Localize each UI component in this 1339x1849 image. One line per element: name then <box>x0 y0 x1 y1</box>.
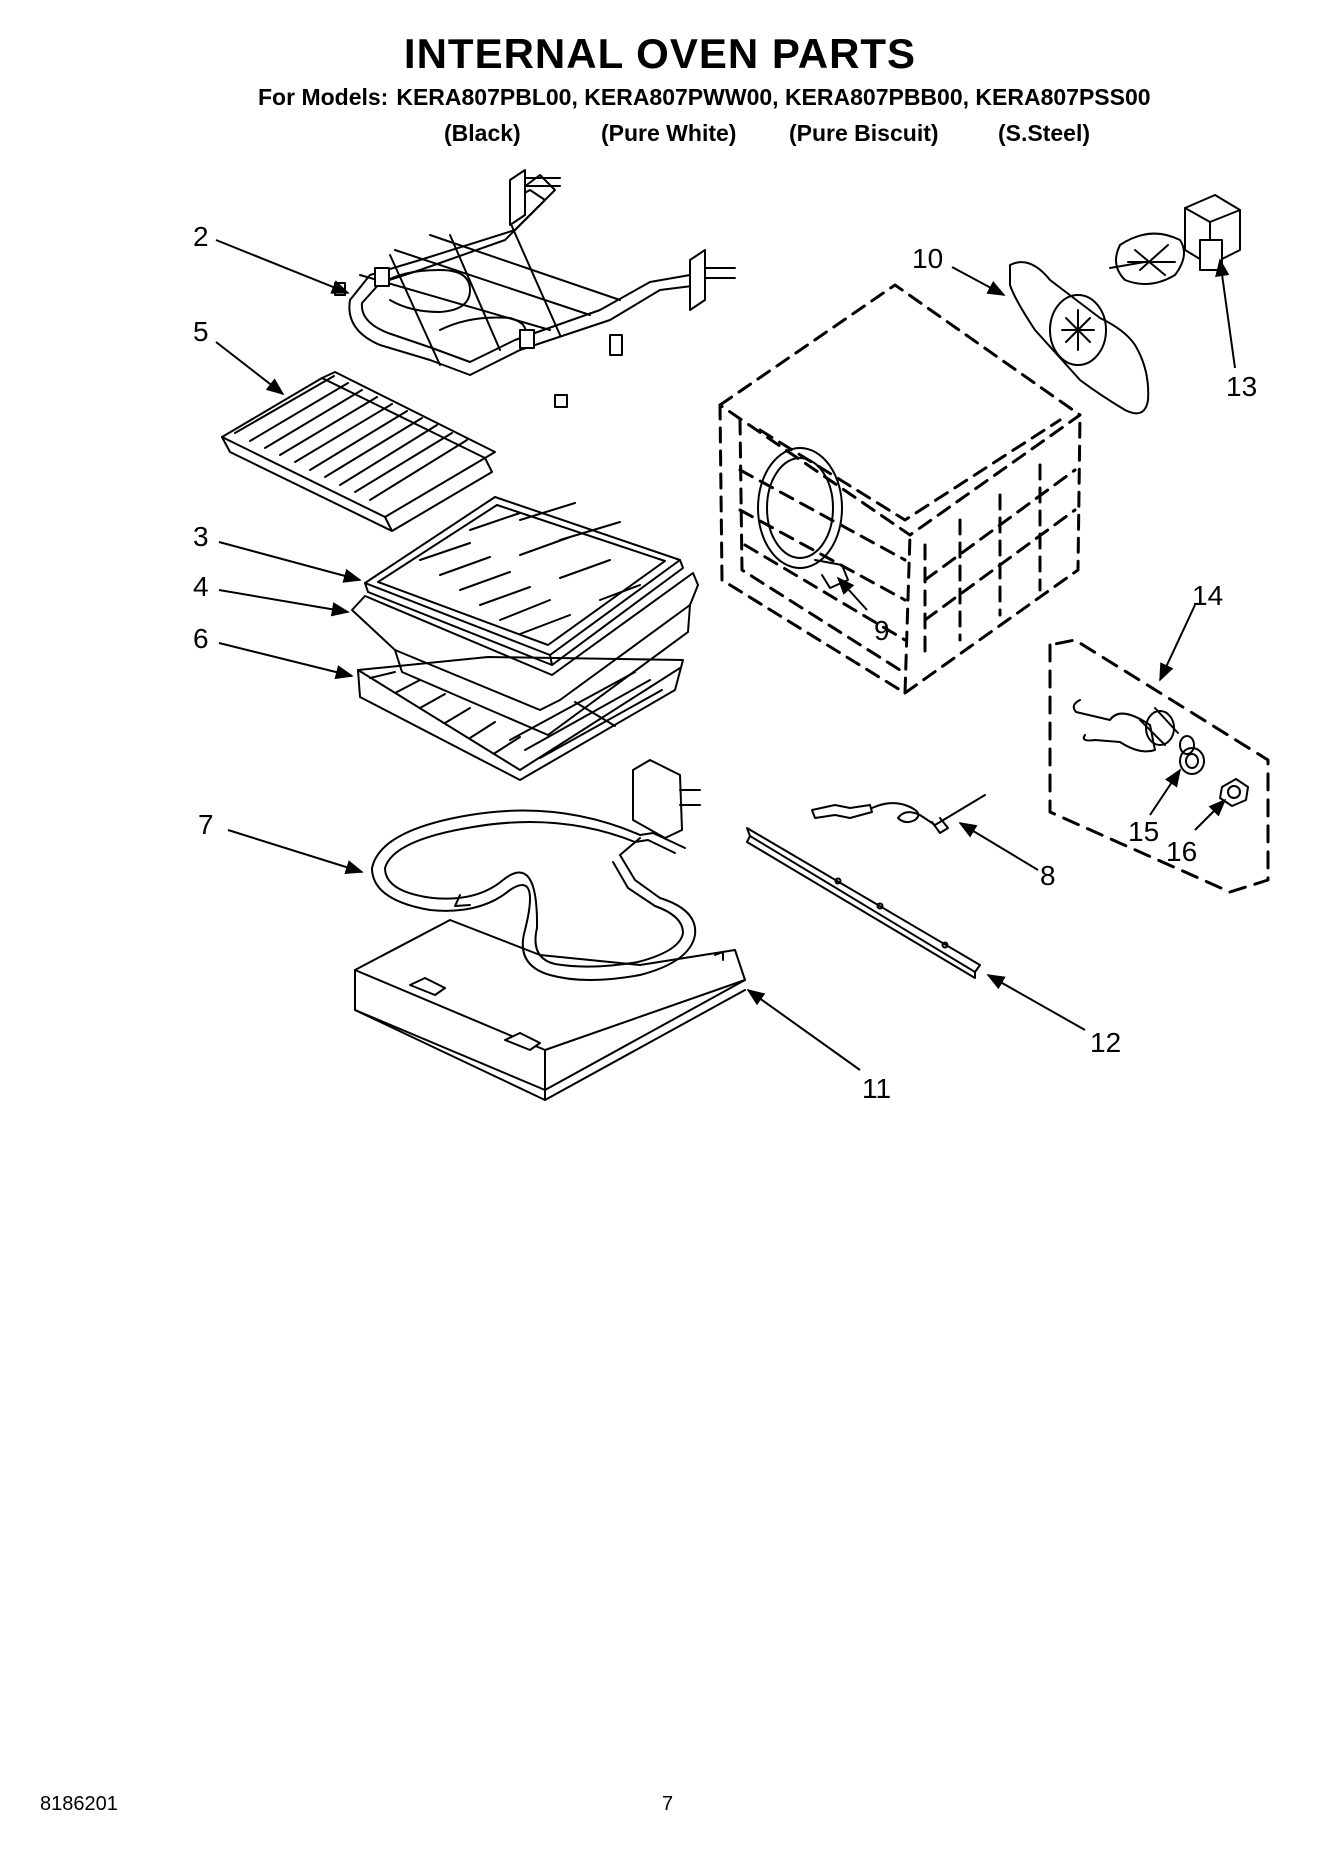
broil-element-drawing <box>334 169 736 408</box>
model-number: KERA807PSS00 <box>975 84 1151 110</box>
callout-5: 5 <box>193 316 209 347</box>
document-number: 8186201 <box>40 1793 118 1815</box>
callout-9: 9 <box>874 615 890 646</box>
callout-11: 11 <box>862 1073 891 1104</box>
broiler-pan-grid-drawing <box>364 496 684 666</box>
side-rail-drawing <box>746 827 981 979</box>
temperature-sensor-drawing <box>1072 699 1249 807</box>
callout-16: 16 <box>1166 836 1197 867</box>
callout-8: 8 <box>1040 860 1056 891</box>
callout-10: 10 <box>912 243 943 274</box>
oven-rack-drawing <box>357 656 684 781</box>
convection-baffle-drawing <box>1009 261 1150 415</box>
callout-15: 15 <box>1128 816 1159 847</box>
callout-4: 4 <box>193 571 209 602</box>
finish-label-stainless-steel: (S.Steel) <box>998 120 1091 146</box>
oven-bottom-panel-drawing <box>354 919 746 1101</box>
leader-lines <box>215 239 1236 1071</box>
model-list: For Models: KERA807PBL00, KERA807PWW00, K… <box>258 84 1151 111</box>
model-number: KERA807PWW00, <box>584 84 779 110</box>
model-number: KERA807PBB00, <box>784 84 970 110</box>
temperature-sensor-kit-box <box>1048 638 1270 894</box>
page-title: INTERNAL OVEN PARTS <box>403 30 917 77</box>
oven-cavity-drawing <box>718 283 1082 695</box>
finish-label-pure-biscuit: (Pure Biscuit) <box>789 120 939 146</box>
meat-probe-drawing <box>811 794 986 834</box>
callout-3: 3 <box>193 521 209 552</box>
models-label: For Models: <box>258 84 389 110</box>
convection-element-drawing <box>757 447 849 589</box>
bake-element-drawing <box>371 759 701 981</box>
callout-12: 12 <box>1090 1027 1121 1058</box>
finish-label-black: (Black) <box>444 120 521 146</box>
callout-6: 6 <box>193 623 209 654</box>
callout-labels: 2 5 3 4 6 7 10 13 9 14 15 16 8 12 11 <box>193 221 1257 1104</box>
page-number: 7 <box>662 1793 674 1815</box>
model-number: KERA807PBL00, <box>396 84 578 110</box>
callout-7: 7 <box>198 809 214 840</box>
roasting-rack-drawing <box>221 371 496 532</box>
callout-2: 2 <box>193 221 209 252</box>
callout-14: 14 <box>1192 580 1223 611</box>
finish-label-pure-white: (Pure White) <box>601 120 737 146</box>
broiler-pan-drawing <box>351 572 699 736</box>
callout-13: 13 <box>1226 371 1257 402</box>
